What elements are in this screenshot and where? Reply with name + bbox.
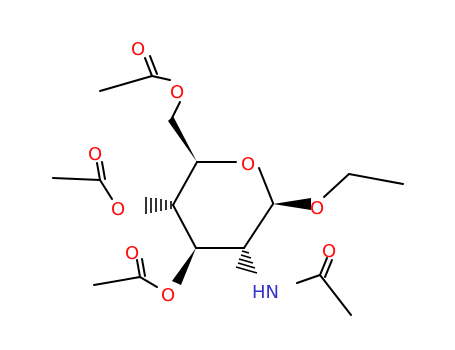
c6-carbonyl-oxygen-label: O: [131, 39, 145, 60]
hash-c2-n: [235, 250, 258, 274]
bond-n-carbonyl-c: [296, 274, 321, 284]
c3-carbonyl-oxygen-label: O: [125, 243, 139, 264]
bond-amide-carbonyl-b: [324, 259, 333, 278]
bond-o6-acyl-c: [151, 75, 171, 81]
c4-carbonyl-oxygen-label: O: [88, 144, 102, 165]
bond-c3-c4: [172, 204, 197, 249]
amide-carbonyl-oxygen-label: O: [322, 241, 336, 262]
bond-c4-acyl-carbonyl-a: [96, 162, 101, 181]
bond-amide-carbonyl-a: [319, 257, 328, 276]
wedge-c3-o3: [172, 248, 196, 285]
bond-c6-acyl-c-carbonyl-b: [149, 55, 158, 75]
bond-c4-c5: [172, 161, 198, 206]
bond-c6-acyl-c-carbonyl-a: [144, 57, 153, 77]
bond-o4-acyl-c: [99, 179, 113, 200]
bond-c3-acyl-carbonyl-b: [141, 258, 146, 277]
bond-amide-methyl: [319, 274, 352, 316]
c3-ester-oxygen-label: O: [161, 285, 175, 306]
bond-oet-ch2: [323, 173, 350, 198]
c6-ester-oxygen-label: O: [170, 82, 184, 103]
bond-c1-c2: [243, 203, 274, 249]
bond-o3-acyl-c: [139, 276, 158, 288]
c4-ester-oxygen-label: O: [111, 199, 125, 220]
ethoxy-oxygen-label: O: [310, 198, 324, 219]
amide-nitrogen-label: HN: [252, 282, 279, 303]
bond-c6-o6: [171, 101, 181, 119]
wedge-c1-oet: [273, 198, 311, 210]
bond-c3-acyl-methyl: [93, 276, 141, 286]
bond-ch2-ch3: [348, 173, 404, 185]
bond-c4-acyl-carbonyl-b: [101, 161, 106, 180]
hash-c4-o4: [145, 197, 172, 214]
bond-c3-acyl-carbonyl-a: [136, 259, 141, 278]
wedge-c5-c6: [168, 116, 197, 162]
bond-c4-acyl-methyl: [52, 177, 101, 181]
bond-c6-acyl-methyl: [99, 75, 153, 92]
bond-ringO-c1: [258, 167, 274, 204]
ring-oxygen-label: O: [241, 154, 255, 175]
